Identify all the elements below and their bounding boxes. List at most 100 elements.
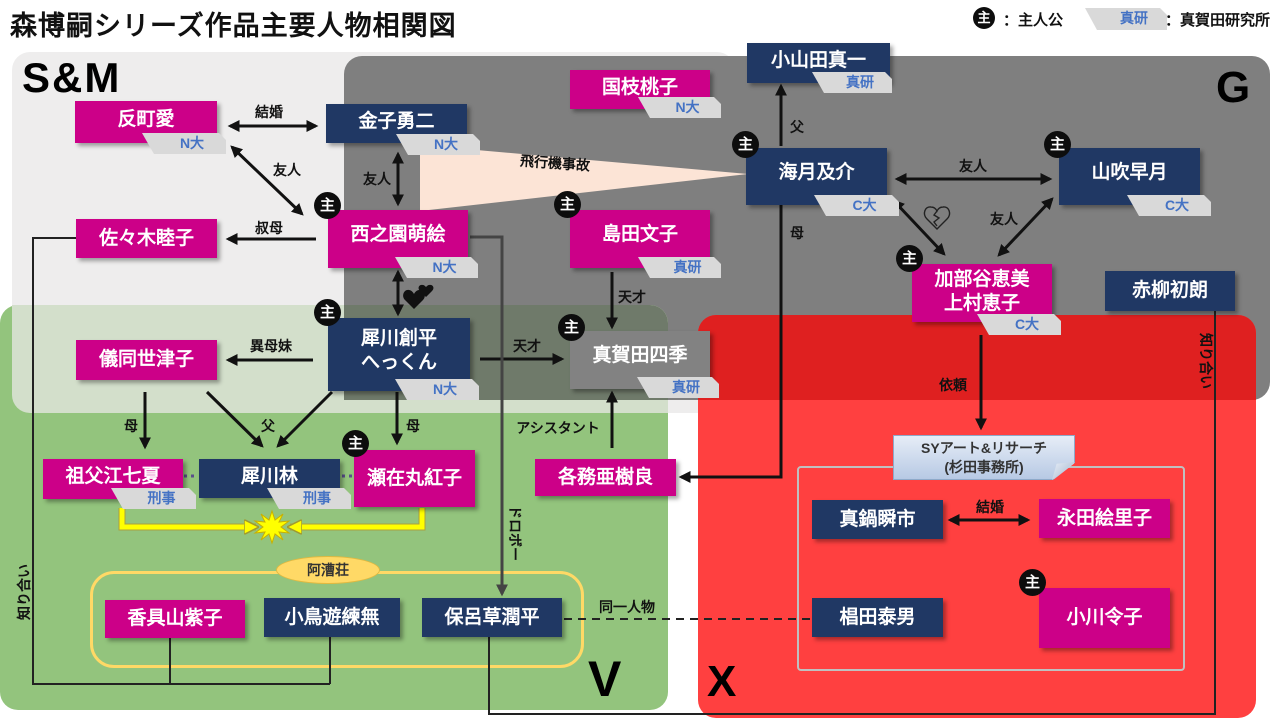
character-name: 佐々木睦子 — [98, 227, 194, 249]
character-name: 小山田真一 — [770, 50, 866, 71]
character-name: 犀川創平 — [360, 327, 437, 349]
protagonist-badge: 主 — [896, 245, 923, 272]
character-card: 保呂草潤平 — [422, 598, 562, 637]
character-name: 小鳥遊練無 — [284, 606, 380, 628]
affiliation-tag: 真研 — [812, 72, 892, 93]
protagonist-badge: 主 — [1044, 131, 1071, 158]
affiliation-tag: N大 — [142, 133, 226, 154]
broken-heart-icon — [923, 206, 951, 230]
character-name: 金子勇二 — [358, 110, 435, 132]
character-card: 儀同世津子 — [76, 340, 217, 380]
relation-line-acquaintance-left — [32, 237, 330, 685]
character-card: 真鍋瞬市 — [812, 500, 943, 539]
region-g-x-overlap — [698, 315, 1256, 400]
character-name: 山吹早月 — [1091, 161, 1168, 183]
relation-label: 天才 — [513, 338, 541, 354]
relation-label: 天才 — [618, 289, 646, 305]
affiliation-tag: 真研 — [638, 257, 721, 278]
relation-label: 母 — [406, 418, 420, 434]
akogiso-label: 阿漕荘 — [276, 556, 380, 584]
character-name: 保呂草潤平 — [444, 606, 540, 628]
sy-office-subname: (杉田事務所) — [944, 459, 1024, 475]
protagonist-badge: 主 — [314, 192, 341, 219]
protagonist-badge: 主 — [558, 314, 585, 341]
sy-office-label: SYアート&リサーチ (杉田事務所) — [893, 435, 1075, 480]
relation-label: 父 — [261, 418, 275, 434]
character-card: 犀川創平へっくん — [328, 318, 470, 391]
character-name: 香具山紫子 — [127, 608, 223, 629]
protagonist-badge: 主 — [554, 191, 581, 218]
legend-protagonist-badge: 主 — [973, 7, 995, 29]
character-name: 加部谷恵美 — [934, 269, 1030, 290]
relation-line-thief — [470, 235, 508, 597]
character-name: 小川令子 — [1066, 607, 1143, 628]
relation-label: 友人 — [990, 211, 1018, 227]
character-card: 香具山紫子 — [105, 600, 245, 638]
character-name: 西之園萌絵 — [350, 224, 446, 245]
sy-office-name: SYアート&リサーチ — [921, 440, 1047, 456]
protagonist-badge: 主 — [1019, 569, 1046, 596]
character-name: 永田絵里子 — [1056, 507, 1152, 529]
character-card: 小川令子 — [1039, 588, 1170, 648]
clash-line-sezaimaru — [290, 508, 425, 527]
legend-affiliation-tag: 真研 — [1085, 8, 1167, 30]
region-label-x: X — [707, 657, 737, 706]
heart-icon-large — [403, 289, 425, 309]
relation-label: 友人 — [363, 171, 391, 187]
legend-protagonist-label: ：主人公 — [1003, 12, 1064, 29]
protagonist-badge: 主 — [342, 430, 369, 457]
relation-line-mother-kurage — [678, 205, 783, 483]
relation-line-kurage-kabeya — [892, 199, 946, 256]
character-card: 加部谷恵美上村恵子 — [912, 264, 1052, 322]
relation-label: アシスタント — [516, 420, 600, 436]
relation-line-father-gido — [205, 390, 264, 448]
relation-label: 知り合い — [1198, 333, 1214, 389]
relation-label: 同一人物 — [599, 599, 655, 615]
relation-label: 結婚 — [976, 499, 1004, 515]
character-card: 椙田泰男 — [812, 598, 943, 637]
character-card: 小鳥遊練無 — [264, 598, 400, 637]
character-alias: 上村恵子 — [943, 293, 1020, 314]
character-name: 瀬在丸紅子 — [366, 467, 462, 489]
relation-label: 友人 — [273, 162, 301, 178]
affiliation-tag: C大 — [977, 314, 1061, 335]
character-alias: へっくん — [360, 351, 437, 373]
character-name: 真鍋瞬市 — [839, 508, 916, 530]
plane-accident-beam — [420, 145, 748, 211]
affiliation-tag: 刑事 — [111, 488, 196, 509]
character-name: 反町愛 — [117, 109, 175, 130]
relation-label: 結婚 — [255, 104, 283, 120]
relation-line-friend-kabeya-yamabuki — [997, 197, 1054, 257]
region-label-g: G — [1216, 63, 1251, 112]
page-title: 森博嗣シリーズ作品主要人物相関図 — [10, 11, 457, 41]
clash-line-sezaimaru-outline — [290, 508, 426, 531]
relation-label: 母 — [790, 225, 804, 241]
character-card: 各務亜樹良 — [535, 459, 676, 496]
character-name: 各務亜樹良 — [557, 466, 653, 488]
character-card: 佐々木睦子 — [76, 219, 217, 258]
relation-label: 父 — [790, 119, 804, 135]
character-name: 儀同世津子 — [98, 349, 194, 370]
region-label-v: V — [588, 651, 622, 707]
affiliation-tag: N大 — [638, 97, 721, 118]
character-name: 椙田泰男 — [839, 606, 916, 628]
region-label-sm: S&M — [22, 54, 122, 101]
hearts-icon — [403, 284, 434, 309]
affiliation-tag: N大 — [395, 257, 478, 278]
relation-line-friend-sorimachi-nishinosono — [230, 145, 304, 216]
affiliation-tag: 真研 — [637, 377, 719, 398]
heart-icon-small — [418, 284, 434, 297]
clash-icon — [253, 509, 291, 545]
relation-label: 依頼 — [939, 377, 967, 393]
character-name: 海月及介 — [778, 161, 855, 183]
relation-line-father-saikawa — [276, 390, 334, 448]
affiliation-tag: 刑事 — [267, 488, 351, 509]
relation-label: 母 — [124, 418, 138, 434]
character-name: 赤柳初朗 — [1131, 280, 1208, 301]
affiliation-tag: C大 — [1127, 195, 1211, 216]
affiliation-tag: N大 — [396, 134, 480, 155]
character-name: 祖父江七夏 — [65, 466, 161, 487]
character-card: 赤柳初朗 — [1105, 271, 1235, 311]
character-card: 永田絵里子 — [1039, 499, 1170, 538]
